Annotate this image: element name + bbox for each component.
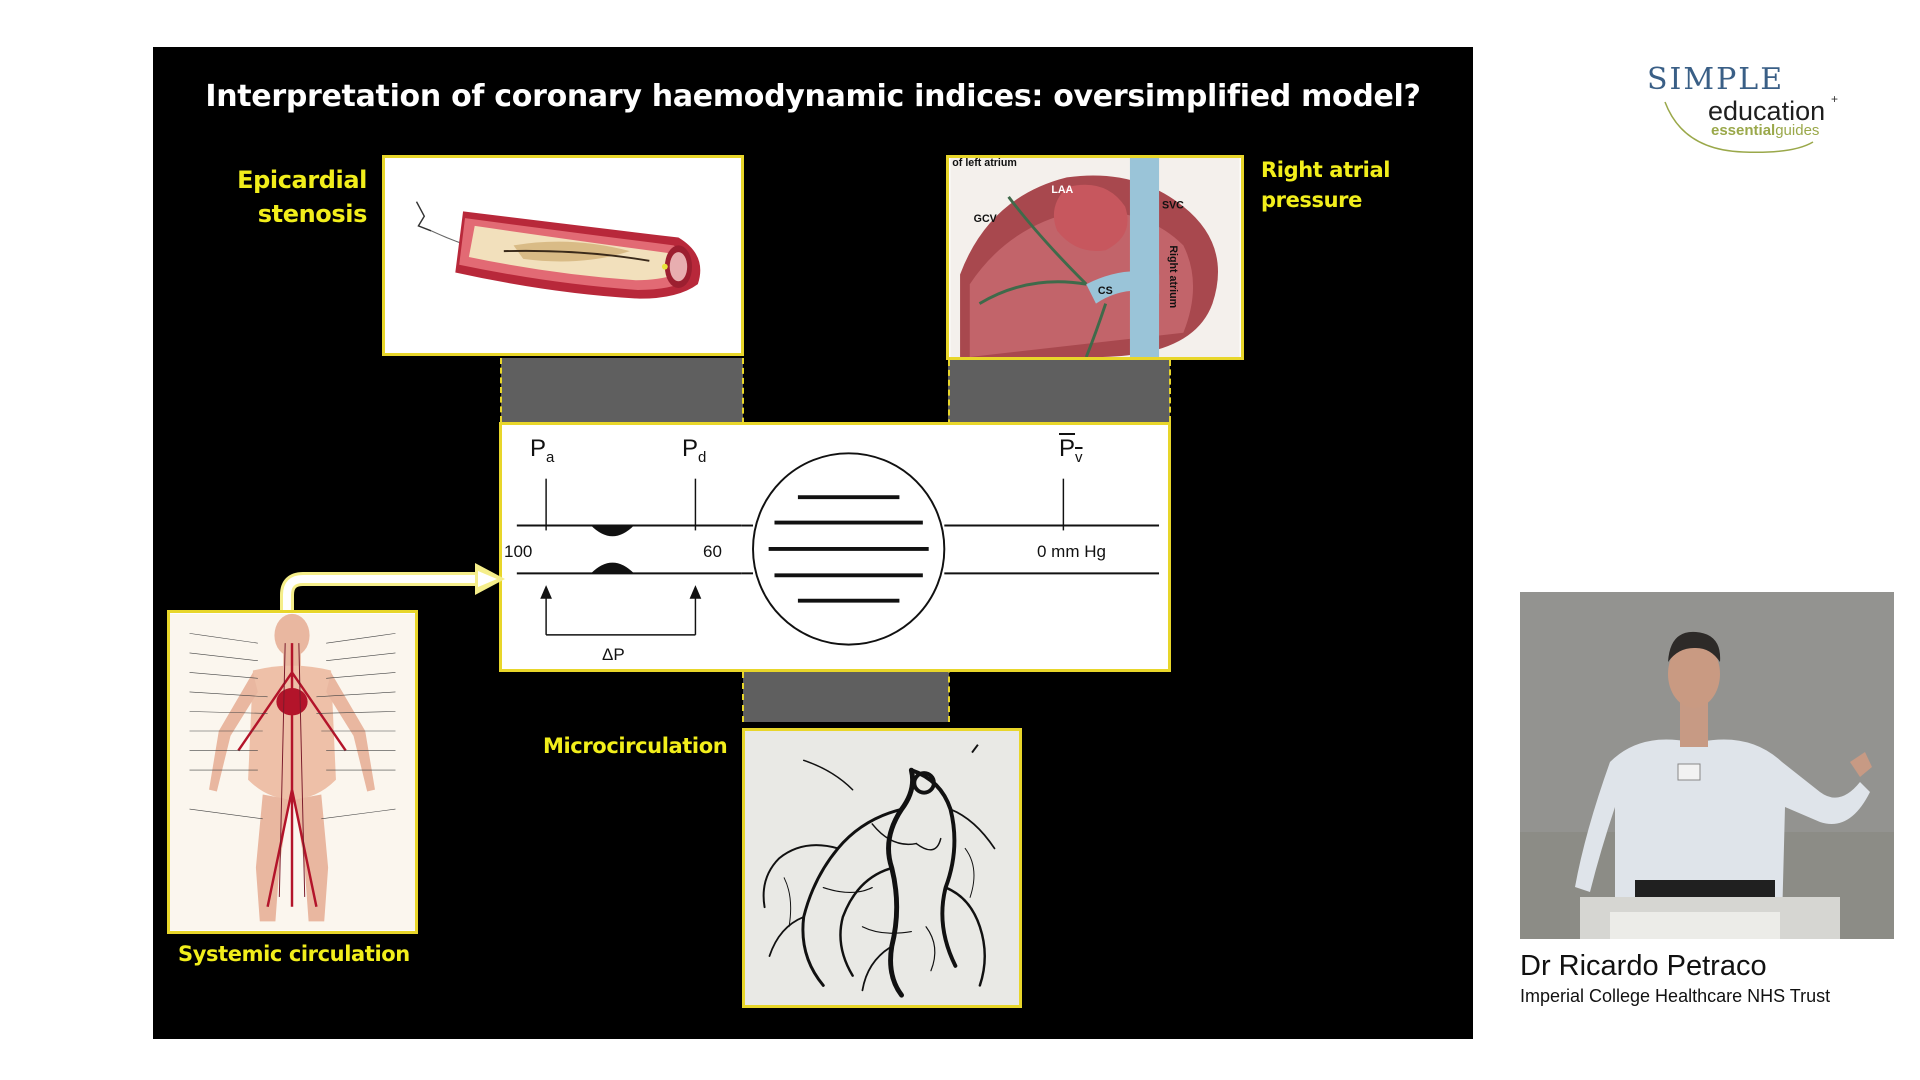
pv-label: Pv bbox=[1059, 435, 1083, 466]
simple-education-logo: SIMPLE education + essentialguides bbox=[1643, 60, 1843, 160]
epicardial-label-line2: stenosis bbox=[257, 200, 368, 228]
connector-band-micro bbox=[743, 672, 949, 722]
speaker-name: Dr Ricardo Petraco bbox=[1520, 950, 1767, 982]
heart-illustration: of left atrium LAA GCV SVC CS Right atri… bbox=[950, 158, 1240, 357]
schematic-diagram bbox=[516, 452, 1160, 646]
body-circulation-illustration bbox=[170, 613, 415, 931]
microcirculation-label: Microcirculation bbox=[543, 734, 728, 758]
right-atrial-label-line2: pressure bbox=[1261, 188, 1362, 212]
heart-label-cs: CS bbox=[1098, 285, 1113, 297]
pressure-value-0: 0 mm Hg bbox=[1037, 542, 1106, 561]
flow-arrow bbox=[280, 563, 505, 667]
systemic-circulation-label: Systemic circulation bbox=[178, 942, 410, 966]
pd-label: Pd bbox=[682, 435, 707, 466]
coronary-pressure-schematic: Pa Pd Pv 100 60 0 mm Hg ΔP bbox=[499, 422, 1171, 672]
microcirculation-angiogram-image bbox=[742, 728, 1022, 1008]
dashed-guide bbox=[1169, 360, 1171, 422]
pressure-value-60: 60 bbox=[703, 542, 722, 561]
heart-label-gcv: GCV bbox=[974, 213, 998, 225]
logo-essential-guides-text: essentialguides bbox=[1711, 122, 1820, 139]
speaker-video-feed bbox=[1520, 592, 1894, 939]
heart-label-svc: SVC bbox=[1162, 199, 1184, 211]
angiogram-illustration bbox=[745, 731, 1019, 1005]
dashed-guide bbox=[742, 672, 744, 722]
heart-label-right-atrium: Right atrium bbox=[1167, 245, 1179, 308]
epicardial-label-line1: Epicardial bbox=[237, 166, 367, 194]
slide-title: Interpretation of coronary haemodynamic … bbox=[205, 79, 1421, 114]
delta-p-label: ΔP bbox=[602, 645, 625, 664]
logo-swoosh-icon bbox=[1664, 101, 1814, 154]
heart-anatomy-image: of left atrium LAA GCV SVC CS Right atri… bbox=[946, 155, 1244, 360]
pressure-value-100: 100 bbox=[504, 542, 533, 561]
right-atrial-label-line1: Right atrial bbox=[1261, 158, 1391, 182]
speaker-silhouette bbox=[1520, 592, 1894, 939]
artery-illustration bbox=[387, 158, 739, 353]
systemic-circulation-image bbox=[167, 610, 418, 934]
presentation-slide: Interpretation of coronary haemodynamic … bbox=[153, 47, 1473, 1039]
heart-label-laa: LAA bbox=[1051, 184, 1073, 196]
artery-stenosis-image bbox=[382, 155, 744, 356]
speaker-organization: Imperial College Healthcare NHS Trust bbox=[1520, 986, 1831, 1006]
dashed-guide bbox=[500, 358, 502, 422]
logo-education-text: education bbox=[1708, 96, 1826, 126]
heart-label-top: of left atrium bbox=[952, 158, 1017, 169]
logo-simple-text: SIMPLE bbox=[1647, 62, 1785, 97]
epicardial-stenosis-label: Epicardial stenosis bbox=[219, 163, 367, 231]
connector-band-epicardial bbox=[501, 358, 743, 422]
connector-band-right-atrial bbox=[948, 360, 1170, 422]
right-atrial-pressure-label: Right atrial pressure bbox=[1261, 155, 1390, 215]
logo-plus-mark: + bbox=[1831, 92, 1839, 106]
pa-label: Pa bbox=[530, 435, 555, 466]
